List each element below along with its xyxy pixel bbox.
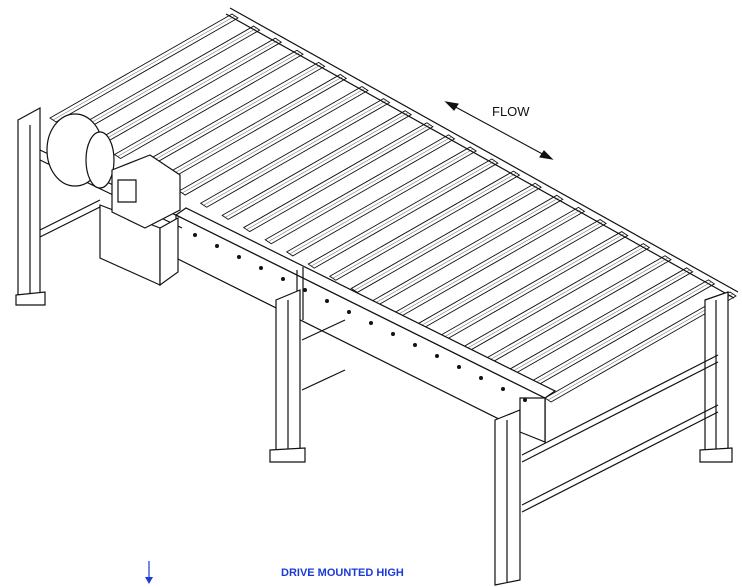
roller xyxy=(201,99,390,208)
roller xyxy=(287,147,476,256)
motor-end-bell xyxy=(86,132,114,188)
bolt xyxy=(347,310,351,314)
down-arrow-icon xyxy=(145,561,153,584)
roller xyxy=(545,292,736,402)
left-leg-foot xyxy=(16,292,45,305)
left-cross-brace xyxy=(40,200,100,230)
conveyor-frame xyxy=(16,8,738,585)
roller xyxy=(330,171,520,280)
drive-caption: DRIVE MOUNTED HIGH xyxy=(281,567,404,579)
bolt xyxy=(369,321,373,325)
mid-cross-brace-2 xyxy=(302,370,345,390)
roller xyxy=(179,87,368,196)
cross-brace-lower-2 xyxy=(522,412,718,512)
roller xyxy=(115,50,303,158)
roller xyxy=(222,111,411,220)
near-side-channel xyxy=(176,215,545,442)
bolt xyxy=(435,354,439,358)
cross-brace-upper-2 xyxy=(522,362,718,462)
gear-reducer xyxy=(112,155,180,228)
bolt xyxy=(523,398,527,402)
junction-box xyxy=(118,180,136,202)
bolt xyxy=(303,288,307,292)
flow-arrow xyxy=(446,102,552,159)
bolt xyxy=(501,387,505,391)
roller-bed xyxy=(50,14,736,402)
bolt xyxy=(457,365,461,369)
far-side-rail xyxy=(230,8,738,292)
cross-brace-lower xyxy=(522,405,718,505)
bolt xyxy=(193,233,197,237)
mid-cross-brace xyxy=(302,320,345,340)
flow-label: FLOW xyxy=(492,104,530,119)
bolt xyxy=(479,376,483,380)
middle-leg-foot xyxy=(270,448,305,462)
left-end-leg xyxy=(18,108,40,300)
channel-bolts xyxy=(193,233,527,402)
bolt xyxy=(391,332,395,336)
bolt xyxy=(413,343,417,347)
roller xyxy=(244,123,433,232)
channel-end-cap xyxy=(520,398,545,442)
bolt xyxy=(259,266,263,270)
drive-guard-side xyxy=(160,218,178,285)
roller xyxy=(265,135,454,244)
bolt xyxy=(215,244,219,248)
roller xyxy=(308,159,498,268)
left-cross-brace-2 xyxy=(40,207,100,237)
bolt xyxy=(237,255,241,259)
bolt xyxy=(281,277,285,281)
near-side-channel-top xyxy=(176,208,555,398)
roller xyxy=(50,14,238,122)
far-side-rail-lower xyxy=(226,14,734,298)
bolt xyxy=(325,299,329,303)
cross-brace-upper xyxy=(522,355,718,455)
far-right-leg-foot xyxy=(700,448,732,462)
